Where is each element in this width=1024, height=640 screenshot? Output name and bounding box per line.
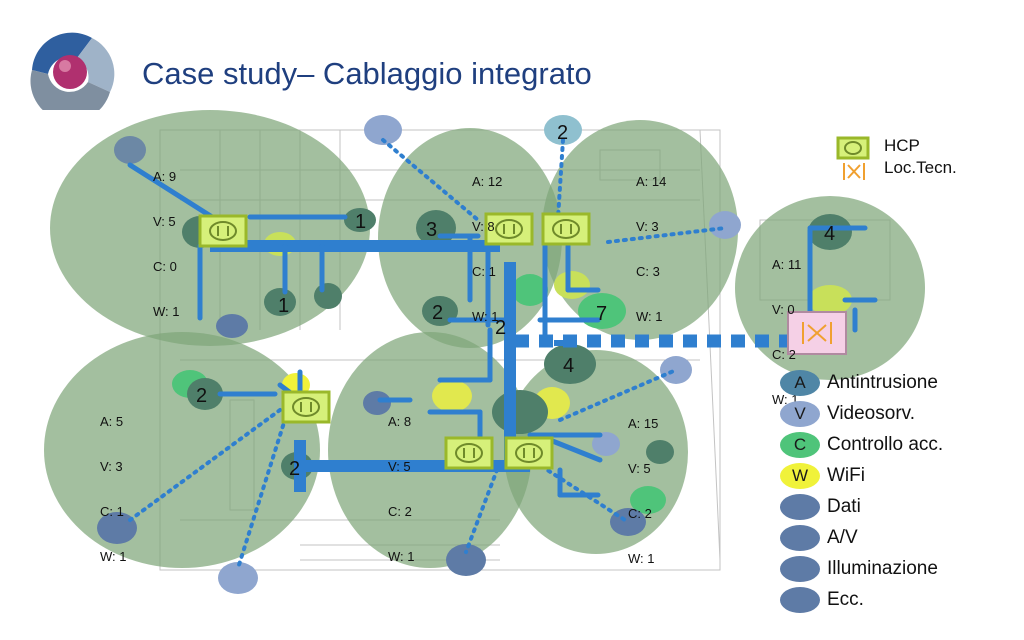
zone-w-count: W: 1	[636, 309, 663, 324]
page-title: Case study– Cablaggio integrato	[142, 56, 592, 91]
node-numbers: 1 1 2 3 2 2 7 4 4 2 2	[196, 122, 835, 480]
av-marker	[780, 525, 820, 551]
zone-v-count: V: 0	[772, 302, 795, 317]
hcp-panel-top-center-2	[541, 212, 591, 246]
hcp-panel-bottom-center-2	[504, 436, 554, 470]
zone-c-count: C: 2	[628, 506, 652, 521]
node-number: 4	[824, 223, 835, 245]
node-number: 2	[557, 122, 568, 144]
hcp-panel-top-center-1	[484, 212, 534, 246]
key-icons	[836, 136, 870, 180]
node-number: 4	[563, 355, 574, 377]
zone-w-count: W: 1	[772, 392, 799, 407]
node-number: 7	[596, 303, 607, 325]
dati-marker	[780, 494, 820, 520]
hcp-panel-bottom-left	[281, 390, 331, 424]
zone-c-count: C: 1	[100, 504, 124, 519]
zone-v-count: V: 5	[153, 214, 176, 229]
zone-c-count: C: 2	[772, 347, 796, 362]
legend-label: A/V	[827, 527, 858, 548]
hcp-panels	[198, 212, 591, 470]
legend-label: WiFi	[827, 465, 865, 486]
dotted-links	[128, 138, 727, 570]
zone-v-count: V: 5	[628, 461, 651, 476]
zone-w-count: W: 1	[628, 551, 655, 566]
device-markers	[97, 115, 852, 594]
videosorv-marker: V	[780, 401, 820, 427]
zone-a-count: A: 12	[472, 174, 503, 189]
antintrusione-marker: A	[780, 370, 820, 396]
wifi-marker: W	[780, 463, 820, 489]
node-number: 2	[289, 458, 300, 480]
zone-v-count: V: 5	[388, 459, 411, 474]
zone-c-count: C: 1	[472, 264, 496, 279]
node-number: 2	[432, 302, 443, 324]
legend-label: Dati	[827, 496, 861, 517]
legend-label: Controllo acc.	[827, 434, 944, 455]
legend-label: Videosorv.	[827, 403, 916, 424]
zone-a-count: A: 5	[100, 414, 124, 429]
cables	[127, 162, 878, 498]
zone-top-right-area	[542, 120, 738, 340]
ecc-marker	[780, 587, 820, 613]
node-number: 2	[495, 317, 506, 339]
zone-stats-bottom-left: A: 5 V: 3 C: 1 W: 1	[100, 384, 127, 579]
node-number: 1	[278, 295, 289, 317]
zone-c-count: C: 0	[153, 259, 177, 274]
technical-room	[787, 311, 847, 355]
zone-stats-bottom-right: A: 15 V: 5 C: 2 W: 1	[628, 386, 658, 581]
zone-stats-top-left: A: 9 V: 5 C: 0 W: 1	[153, 139, 180, 334]
legend-label: Ecc.	[827, 589, 864, 610]
illuminazione-marker	[780, 556, 820, 582]
zone-c-count: C: 2	[388, 504, 412, 519]
zone-v-count: V: 3	[100, 459, 123, 474]
zone-stats-top-right: A: 14 V: 3 C: 3 W: 1	[636, 144, 666, 339]
legend-label: Antintrusione	[827, 372, 938, 393]
zone-stats-far-right: A: 11 V: 0 C: 2 W: 1	[772, 227, 801, 422]
zone-stats-top-center: A: 12 V: 8 C: 1 W: 1	[472, 144, 502, 339]
hcp-key-label: HCP	[884, 136, 920, 155]
zone-w-count: W: 1	[153, 304, 180, 319]
company-logo	[30, 32, 115, 110]
zone-w-count: W: 1	[472, 309, 499, 324]
legend-label: Illuminazione	[827, 558, 938, 579]
zone-w-count: W: 1	[388, 549, 415, 564]
zone-bottom-left-area	[44, 332, 320, 568]
zone-a-count: A: 9	[153, 169, 177, 184]
loc-tecn-key-label: Loc.Tecn.	[884, 158, 957, 177]
zone-w-count: W: 1	[100, 549, 127, 564]
zone-v-count: V: 8	[472, 219, 495, 234]
zone-a-count: A: 15	[628, 416, 659, 431]
zone-a-count: A: 8	[388, 414, 412, 429]
zone-v-count: V: 3	[636, 219, 659, 234]
node-number: 2	[196, 385, 207, 407]
zone-a-count: A: 11	[772, 257, 802, 272]
zone-bottom-center-area	[328, 332, 532, 568]
node-number: 3	[426, 219, 437, 241]
zone-c-count: C: 3	[636, 264, 660, 279]
hcp-panel-top-left	[198, 214, 248, 248]
zone-a-count: A: 14	[636, 174, 667, 189]
hcp-panel-bottom-center-1	[444, 436, 494, 470]
controllo-acc-marker: C	[780, 432, 820, 458]
zone-stats-bottom-center: A: 8 V: 5 C: 2 W: 1	[388, 384, 415, 579]
node-number: 1	[355, 211, 366, 233]
